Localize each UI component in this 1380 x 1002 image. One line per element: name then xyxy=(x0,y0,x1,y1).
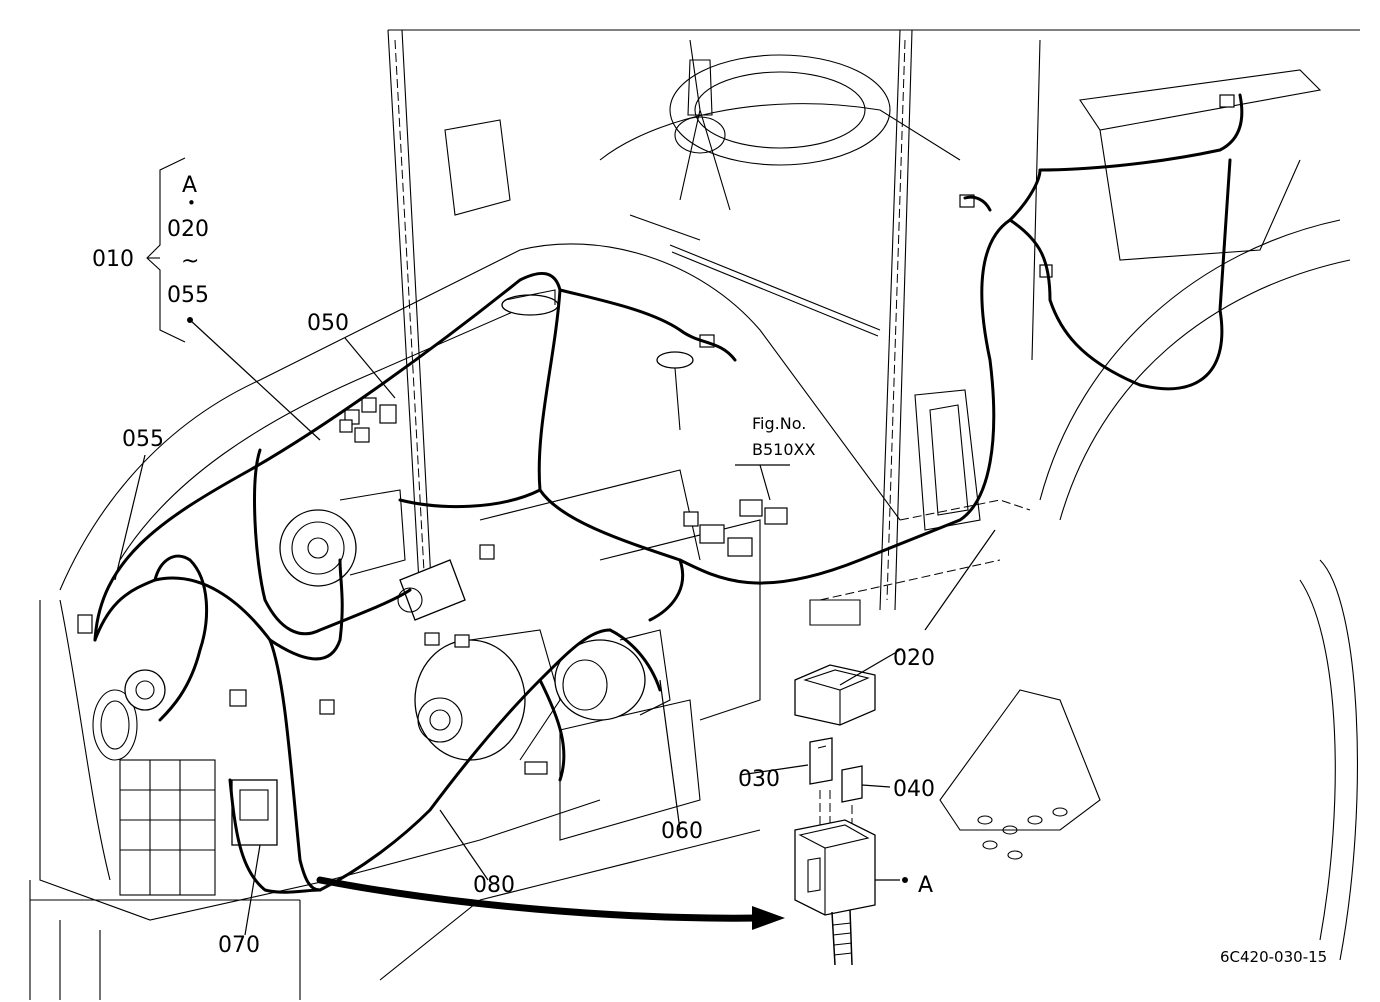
group-bracket xyxy=(146,157,186,343)
figure-reference-line1: Fig.No. xyxy=(752,414,806,433)
drawing-number: 6C420-030-15 xyxy=(1220,948,1327,966)
tractor-body-outline xyxy=(29,29,1360,1000)
fuel-sender xyxy=(656,351,694,431)
ac-compressor xyxy=(279,489,406,587)
leader-lines xyxy=(114,317,996,936)
figure-reference-line2: B510XX xyxy=(752,440,815,459)
wiring-harness xyxy=(93,93,1244,894)
part-label-080: 080 xyxy=(473,873,515,898)
filler-cap xyxy=(501,289,559,316)
part-label-055: 055 xyxy=(122,427,164,452)
alternator xyxy=(414,629,561,761)
part-label-060: 060 xyxy=(661,819,703,844)
part-label-040: 040 xyxy=(893,777,935,802)
detail-marker-a: A xyxy=(918,873,933,898)
fusebox-detail-a xyxy=(794,664,876,966)
connectors xyxy=(77,94,1235,775)
part-label-050: 050 xyxy=(307,311,349,336)
bracket-label-from: 020 xyxy=(167,217,209,242)
bracket-label-to: 055 xyxy=(167,283,209,308)
bracket-label-tilde: ~ xyxy=(181,249,199,274)
part-label-070: 070 xyxy=(218,933,260,958)
part-label-010: 010 xyxy=(92,247,134,272)
battery-relay-box xyxy=(231,779,278,846)
starter-motor xyxy=(554,629,671,721)
bracket-label-a: A xyxy=(182,173,197,198)
fan-pulley xyxy=(124,669,166,711)
glow-sensor xyxy=(397,559,466,621)
detail-arrow xyxy=(316,876,785,930)
bracket-dot: • xyxy=(187,194,196,212)
part-label-030: 030 xyxy=(738,767,780,792)
part-label-020: 020 xyxy=(893,646,935,671)
